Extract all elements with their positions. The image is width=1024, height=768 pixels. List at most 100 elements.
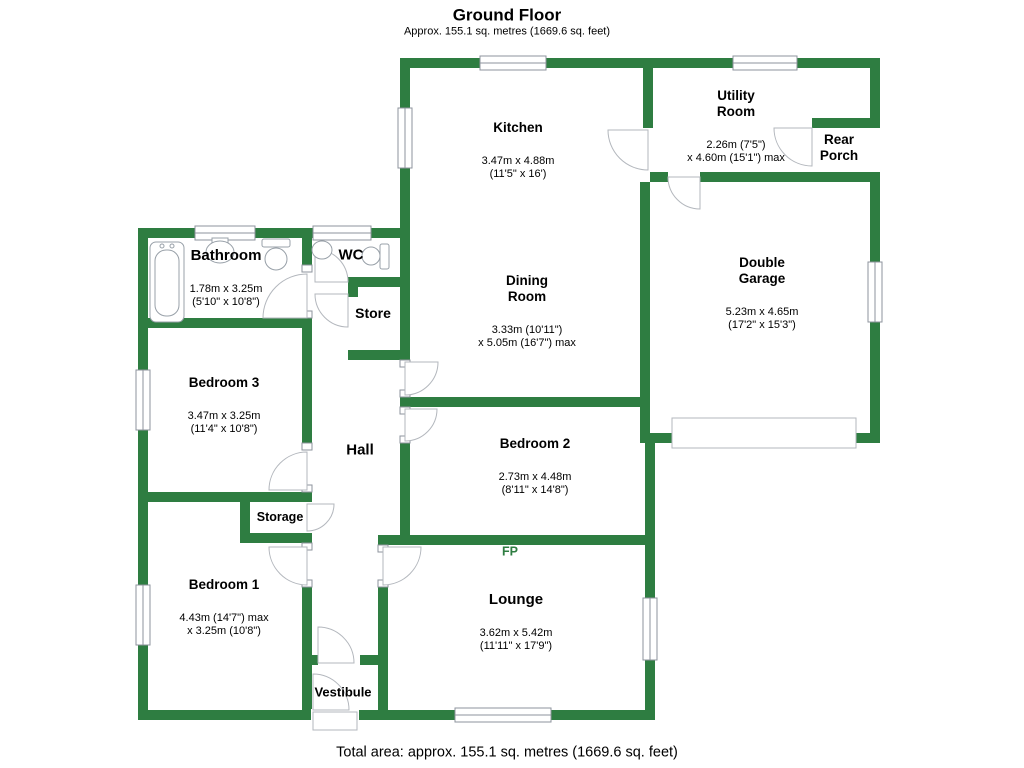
front-door <box>312 711 358 731</box>
room-label-wc: WC <box>339 227 364 282</box>
wall-lounge-right <box>645 443 655 720</box>
wall-lounge-left <box>378 587 388 720</box>
bathroom-toilet-icon <box>264 247 288 271</box>
room-label-garage: Double Garage 5.23m x 4.65m (17'2" x 15'… <box>726 236 799 350</box>
windows <box>135 55 883 723</box>
bathroom-name: Bathroom <box>190 246 262 264</box>
lounge-name: Lounge <box>488 590 544 608</box>
wall-porch-top <box>812 118 880 128</box>
bathroom-dims: 1.78m x 3.25m (5'10" x 10'8") <box>189 283 263 309</box>
wall-utility-bottom <box>700 172 880 182</box>
door-bedroom2 <box>404 408 438 442</box>
door-front-swing <box>312 673 350 711</box>
storage-name: Storage <box>256 509 304 524</box>
room-label-lounge: Lounge 3.62m x 5.42m (11'11" x 17'9") <box>480 572 553 672</box>
room-label-bedroom2: Bedroom 2 2.73m x 4.48m (8'11" x 14'8") <box>499 417 572 515</box>
hall-name: Hall <box>346 441 374 459</box>
wall-storage-bottom <box>240 533 312 543</box>
bathtub-inner-icon <box>154 249 180 317</box>
wall-utility-right <box>870 58 880 128</box>
jamb-bathroom-top <box>301 264 313 273</box>
title-text: Ground Floor <box>452 5 562 25</box>
bedroom2-dims: 2.73m x 4.48m (8'11" x 14'8") <box>498 470 572 496</box>
room-label-store: Store <box>355 286 391 340</box>
wall-bathroom-right <box>302 238 312 272</box>
wall-dining-bedroom2 <box>400 397 640 407</box>
bedroom1-name: Bedroom 1 <box>188 576 260 592</box>
page-subtitle: Approx. 155.1 sq. metres (1669.6 sq. fee… <box>404 22 610 41</box>
walls <box>138 58 880 720</box>
wall-bathroom-bottom <box>138 318 312 328</box>
wc-toilet-icon <box>361 246 381 266</box>
room-label-hall: Hall <box>346 422 374 477</box>
wall-bedroom3-right <box>302 318 312 450</box>
dining-name: Dining Room <box>506 272 548 304</box>
wall-hall-bedroom2 <box>400 443 410 545</box>
door-store <box>314 293 349 328</box>
page-title: Ground Floor <box>453 6 562 27</box>
fixtures <box>149 237 390 323</box>
wall-kitchen-utility-divider <box>643 58 653 128</box>
store-name: Store <box>355 304 391 321</box>
wall-vestibule-top-right <box>360 655 388 665</box>
room-label-dining: Dining Room 3.33m (10'11") x 5.05m (16'7… <box>478 254 576 368</box>
bathroom-toilet-tank-icon <box>261 238 291 248</box>
wall-utility-bottom-stub <box>650 172 668 182</box>
garage-dims: 5.23m x 4.65m (17'2" x 15'3") <box>725 305 799 331</box>
wall-store-bottom <box>348 350 410 360</box>
wall-wc-bottom <box>348 277 410 287</box>
door-bedroom3 <box>268 451 308 491</box>
bedroom1-dims: 4.43m (14'7") max x 3.25m (10'8") <box>179 611 269 637</box>
doors <box>262 127 857 731</box>
vestibule-name: Vestibule <box>314 684 372 700</box>
wall-bedroom1-right <box>302 587 312 720</box>
bedroom2-name: Bedroom 2 <box>499 435 571 451</box>
wall-left <box>138 228 148 720</box>
wall-lounge-top <box>378 535 650 545</box>
utility-dims: 2.26m (7'5") x 4.60m (15'1") max <box>687 138 785 164</box>
room-label-storage: Storage <box>257 491 304 544</box>
wall-garage-bottom-left <box>640 433 674 443</box>
kitchen-name: Kitchen <box>493 119 543 135</box>
room-label-vestibule: Vestibule <box>314 665 371 718</box>
garage-door <box>671 417 857 449</box>
room-label-bedroom1: Bedroom 1 4.43m (14'7") max x 3.25m (10'… <box>179 558 268 656</box>
utility-name: Utility Room <box>716 87 756 119</box>
bathroom-sink-icon <box>205 240 235 264</box>
garage-name: Double Garage <box>738 254 786 286</box>
room-label-bedroom3: Bedroom 3 3.47m x 3.25m (11'4" x 10'8") <box>188 356 261 454</box>
jamb-bedroom3-top <box>301 442 313 451</box>
wall-top <box>400 58 880 68</box>
lounge-dims: 3.62m x 5.42m (11'11" x 17'9") <box>479 627 553 653</box>
wall-bottom <box>138 710 655 720</box>
wall-garage-bottom-right <box>856 433 880 443</box>
door-utility-dining <box>667 176 701 210</box>
room-label-kitchen: Kitchen 3.47m x 4.88m (11'5" x 16') <box>482 101 555 199</box>
fireplace-marker: FP <box>502 544 518 559</box>
door-dining <box>404 361 439 396</box>
wall-vestibule-top-left <box>302 655 318 665</box>
door-lounge <box>382 546 422 586</box>
door-kitchen-utility <box>607 129 649 171</box>
wc-sink-icon <box>311 240 333 260</box>
kitchen-dims: 3.47m x 4.88m (11'5" x 16') <box>481 154 555 180</box>
wall-bedroom3-bottom <box>138 492 312 502</box>
door-bedroom1 <box>268 546 308 586</box>
door-vestibule-hall <box>317 626 355 664</box>
door-bathroom <box>262 273 308 319</box>
bathtub-tap2-icon <box>169 243 175 249</box>
door-storage <box>306 503 335 532</box>
bedroom3-name: Bedroom 3 <box>188 374 260 390</box>
wall-storage-left <box>240 492 250 543</box>
room-label-bathroom: Bathroom 1.78m x 3.25m (5'10" x 10'8") <box>190 228 263 328</box>
wc-toilet-tank-icon <box>379 243 390 270</box>
bathtub-tap-icon <box>159 243 165 249</box>
wall-store-left-stub <box>348 277 358 297</box>
wall-garage-left <box>640 182 650 443</box>
room-label-utility: Utility Room 2.26m (7'5") x 4.60m (15'1"… <box>687 69 785 183</box>
door-rear-porch <box>773 127 813 167</box>
wall-wc-store-right <box>400 238 410 360</box>
total-area-footer: Total area: approx. 155.1 sq. metres (16… <box>336 744 678 761</box>
bedroom3-dims: 3.47m x 3.25m (11'4" x 10'8") <box>187 409 261 435</box>
